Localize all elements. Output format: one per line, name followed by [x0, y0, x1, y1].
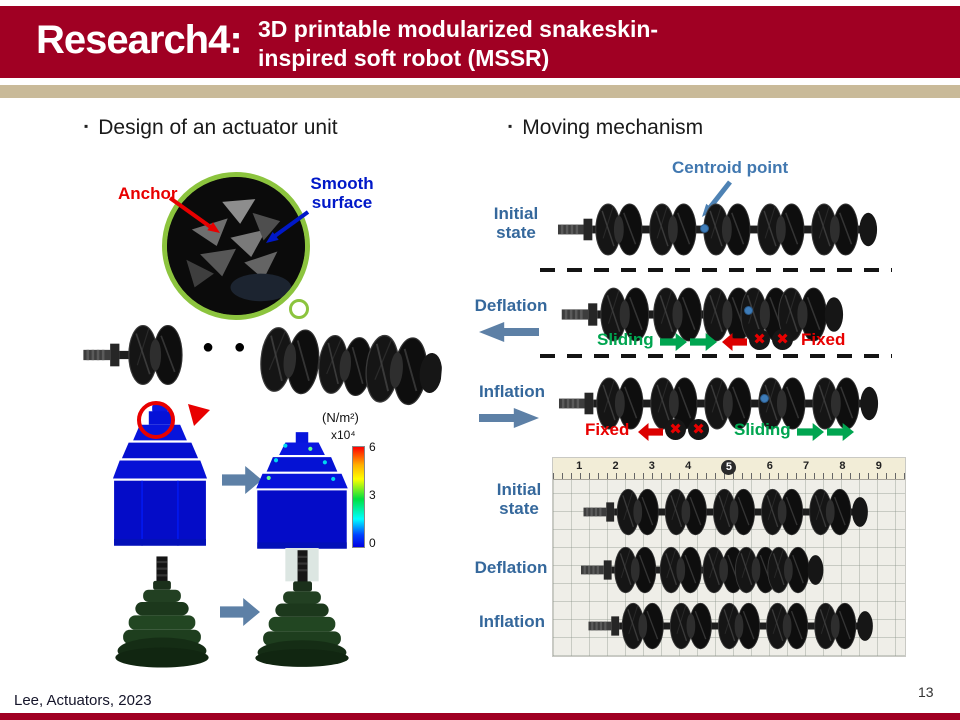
sliding-label: Sliding	[597, 330, 654, 349]
initial-line2: state	[496, 223, 536, 243]
x-mark-icon: ✖	[688, 419, 709, 440]
chain-ellipsis-dots: ● ● ●	[202, 336, 285, 358]
deflation-label: Deflation	[474, 296, 548, 315]
slide-header: Research4: 3D printable modularized snak…	[0, 6, 960, 78]
fixed-label: Fixed	[801, 330, 846, 349]
ruler-number: 7	[803, 460, 810, 472]
colorbar-unit-label: (N/m²)	[322, 410, 359, 425]
centroid-point-label: Centroid point	[672, 158, 789, 177]
sliding-label: Sliding	[734, 420, 791, 439]
square-bullet-icon: ▪	[508, 119, 513, 133]
ruler-number: 2	[612, 460, 619, 472]
snakeskin-texture-image	[167, 177, 305, 315]
left-heading-text: Design of an actuator unit	[98, 116, 338, 139]
actuator-chain-left-image	[82, 320, 198, 390]
ruler-number: 8	[839, 460, 846, 472]
anchor-label: Anchor	[118, 184, 178, 203]
inflation-label: Inflation	[478, 382, 546, 401]
dashed-separator	[540, 268, 892, 272]
ruler-number-badge: 5	[721, 460, 737, 475]
bottom-accent-bar	[0, 713, 960, 720]
ruler-strip: 1 2 3 4 5 6 7 8 9	[553, 458, 905, 480]
left-section-heading: ▪ Design of an actuator unit	[84, 116, 338, 140]
slide-title-line2: inspired soft robot (MSSR)	[258, 44, 550, 71]
printed-actuator-2-image	[255, 548, 349, 667]
ruler-number: 6	[766, 460, 773, 472]
centroid-dot-icon	[700, 224, 709, 233]
x-mark-icon: ✖	[749, 329, 770, 350]
x-mark-icon: ✖	[665, 419, 686, 440]
right-heading-text: Moving mechanism	[522, 116, 704, 139]
fixed-x-marks: ✖✖	[749, 329, 795, 350]
slide-title: 3D printable modularized snakeskin- insp…	[258, 15, 658, 73]
colorbar	[352, 446, 365, 548]
ruler-number: 4	[685, 460, 692, 472]
ruler-number: 1	[576, 460, 583, 472]
header-accent-strip	[0, 85, 960, 98]
initial-line1: Initial	[493, 204, 539, 223]
x-mark-icon: ✖	[772, 329, 793, 350]
zoom-source-circle-icon	[289, 299, 309, 319]
colorbar-tick-max: 6	[369, 440, 376, 454]
square-bullet-icon: ▪	[84, 119, 89, 133]
right-section-heading: ▪ Moving mechanism	[508, 116, 703, 140]
dashed-separator	[540, 354, 892, 358]
initial-line2: state	[499, 499, 539, 519]
robot-initial-image	[557, 198, 881, 261]
photo-deflation-label: Deflation	[474, 558, 548, 577]
colorbar-scale-label: x10⁴	[331, 428, 356, 442]
initial-state-label: Initial state	[484, 204, 548, 242]
page-number: 13	[918, 684, 934, 700]
colorbar-tick-mid: 3	[369, 488, 376, 502]
photo-robot-inflation-image	[569, 598, 895, 654]
photo-robot-initial-image	[567, 484, 887, 540]
inflation-direction-arrow-icon	[479, 408, 539, 428]
actuator-chain-right-image	[255, 320, 445, 414]
experiment-photo: 1 2 3 4 5 6 7 8 9	[553, 458, 905, 656]
colorbar-tick-min: 0	[369, 536, 376, 550]
research-label: Research4:	[36, 18, 243, 62]
fixed-label: Fixed	[585, 420, 630, 439]
smooth-surface-label: Smooth surface	[294, 174, 390, 212]
smooth-surface-line2: surface	[311, 193, 373, 213]
smooth-surface-line1: Smooth	[310, 174, 374, 193]
photo-inflation-label: Inflation	[478, 612, 546, 631]
magnified-surface-image	[162, 172, 310, 320]
deflation-direction-arrow-icon	[479, 322, 539, 342]
fem-simulation-1-image	[112, 404, 208, 546]
slide-title-line1: 3D printable modularized snakeskin-	[258, 16, 659, 42]
printed-actuator-1-image	[115, 556, 209, 668]
ruler-number: 3	[648, 460, 655, 472]
centroid-dot-icon	[760, 394, 769, 403]
ruler-number: 9	[875, 460, 882, 472]
initial-line1: Initial	[496, 480, 542, 499]
photo-robot-deflation-image	[561, 542, 853, 598]
fixed-x-marks: ✖✖	[665, 419, 711, 440]
citation: Lee, Actuators, 2023	[14, 692, 152, 709]
centroid-dot-icon	[744, 306, 753, 315]
fem-simulation-2-image	[256, 432, 348, 549]
photo-initial-state-label: Initial state	[486, 480, 552, 518]
